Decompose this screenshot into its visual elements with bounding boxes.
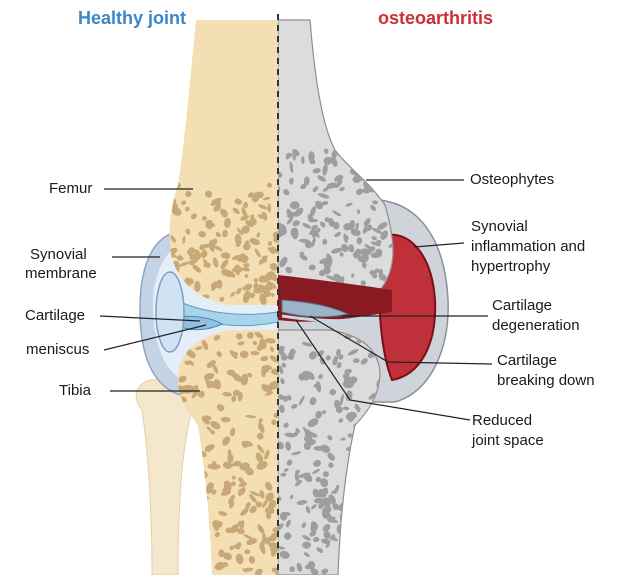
bone-pore-oa xyxy=(368,532,374,540)
bone-pore-oa xyxy=(356,461,368,470)
bone-pore-oa xyxy=(362,446,371,454)
bone-pore-oa xyxy=(374,166,384,172)
bone-pore-healthy xyxy=(182,385,194,390)
label-cartilage-degeneration-2: degeneration xyxy=(492,317,580,335)
bone-pore-oa xyxy=(358,469,368,475)
bone-pore-healthy xyxy=(188,513,199,524)
bone-pore-oa xyxy=(359,481,364,487)
bone-pore-healthy xyxy=(202,533,210,543)
bone-pore-oa xyxy=(363,517,375,527)
bone-pore-oa xyxy=(364,190,369,193)
bone-pore-oa xyxy=(362,154,368,160)
label-osteophytes: Osteophytes xyxy=(470,171,554,189)
bone-pore-oa xyxy=(361,553,373,566)
label-reduced-space-2: joint space xyxy=(472,432,544,450)
bone-pore-oa xyxy=(353,493,358,502)
label-reduced-space-1: Reduced xyxy=(472,412,532,430)
bone-pore-oa xyxy=(374,562,384,572)
bone-pore-oa xyxy=(361,423,372,432)
tibia-oa xyxy=(278,330,380,575)
bone-pore-oa xyxy=(374,556,386,561)
bone-pore-oa xyxy=(365,444,371,451)
title-osteoarthritis: osteoarthritis xyxy=(378,8,493,29)
bone-pore-oa xyxy=(372,422,378,428)
bone-pore-oa xyxy=(367,171,377,183)
bone-pore-oa xyxy=(358,479,366,488)
bone-pore-oa xyxy=(351,516,356,527)
label-cartilage-left: Cartilage xyxy=(25,307,85,325)
bone-pore-healthy xyxy=(191,506,202,517)
bone-pore-oa xyxy=(370,406,381,417)
label-synovial-membrane-1: Synovial xyxy=(30,246,87,264)
bone-pore-oa xyxy=(348,526,352,532)
bone-pore-healthy xyxy=(192,471,202,481)
fibula-healthy xyxy=(136,380,191,575)
bone-pore-oa xyxy=(388,159,394,165)
bone-pore-healthy xyxy=(194,459,200,465)
bone-pore-oa xyxy=(308,151,314,162)
bone-pore-healthy xyxy=(185,503,193,514)
bone-pore-healthy xyxy=(203,568,210,574)
bone-pore-healthy xyxy=(167,182,175,189)
bone-pore-oa xyxy=(372,441,382,449)
bone-pore-oa xyxy=(360,149,369,157)
bone-pore-healthy xyxy=(191,509,197,516)
bone-pore-healthy xyxy=(188,424,197,431)
bone-pore-oa xyxy=(381,171,393,181)
healthy-side xyxy=(136,20,281,575)
bone-pore-healthy xyxy=(189,545,199,556)
label-synovial-inflammation-1: Synovial xyxy=(471,218,528,236)
bone-pore-oa xyxy=(357,567,363,573)
label-synovial-membrane-2: membrane xyxy=(25,265,97,283)
label-cartilage-breaking-2: breaking down xyxy=(497,372,595,390)
bone-pore-oa xyxy=(365,533,373,540)
bone-pore-healthy xyxy=(201,520,211,531)
bone-pore-healthy xyxy=(188,527,198,537)
bone-pore-healthy xyxy=(201,471,207,478)
bone-pore-oa xyxy=(372,494,381,504)
label-synovial-inflammation-2: inflammation and xyxy=(471,238,585,256)
bone-pore-oa xyxy=(371,560,381,569)
bone-pore-oa xyxy=(379,146,391,155)
label-cartilage-degeneration-1: Cartilage xyxy=(492,297,552,315)
bone-pore-healthy xyxy=(192,529,200,533)
bone-pore-oa xyxy=(363,157,374,170)
bone-pore-oa xyxy=(365,425,376,433)
bone-pore-oa xyxy=(358,155,366,164)
bone-pore-oa xyxy=(357,462,369,474)
bone-pore-oa xyxy=(350,495,363,507)
bone-pore-oa xyxy=(353,510,360,517)
bone-pore-healthy xyxy=(191,482,199,488)
bone-pore-oa xyxy=(370,510,379,518)
bone-pore-oa xyxy=(372,172,384,183)
bone-pore-healthy xyxy=(185,528,194,535)
bone-pore-oa xyxy=(376,455,388,468)
bone-pore-oa xyxy=(341,560,347,566)
meniscus-outer-healthy xyxy=(156,272,184,352)
bone-pore-oa xyxy=(366,159,377,171)
label-meniscus: meniscus xyxy=(26,341,89,359)
label-cartilage-breaking-1: Cartilage xyxy=(497,352,557,370)
label-tibia: Tibia xyxy=(59,382,91,400)
bone-pore-oa xyxy=(359,539,366,551)
bone-pore-oa xyxy=(356,448,363,452)
bone-pore-oa xyxy=(372,427,378,432)
label-femur: Femur xyxy=(49,180,92,198)
bone-pore-oa xyxy=(362,448,371,453)
bone-pore-oa xyxy=(363,495,367,505)
bone-pore-oa xyxy=(366,522,376,528)
oa-side xyxy=(272,20,448,575)
title-healthy-joint: Healthy joint xyxy=(78,8,186,29)
label-synovial-inflammation-3: hypertrophy xyxy=(471,258,550,276)
bone-pore-healthy xyxy=(187,436,192,439)
bone-pore-oa xyxy=(359,440,372,447)
bone-pore-healthy xyxy=(184,526,194,537)
bone-pore-oa xyxy=(374,169,384,180)
bone-pore-healthy xyxy=(191,431,197,441)
bone-pore-healthy xyxy=(179,512,187,520)
bone-pore-oa xyxy=(347,501,356,510)
